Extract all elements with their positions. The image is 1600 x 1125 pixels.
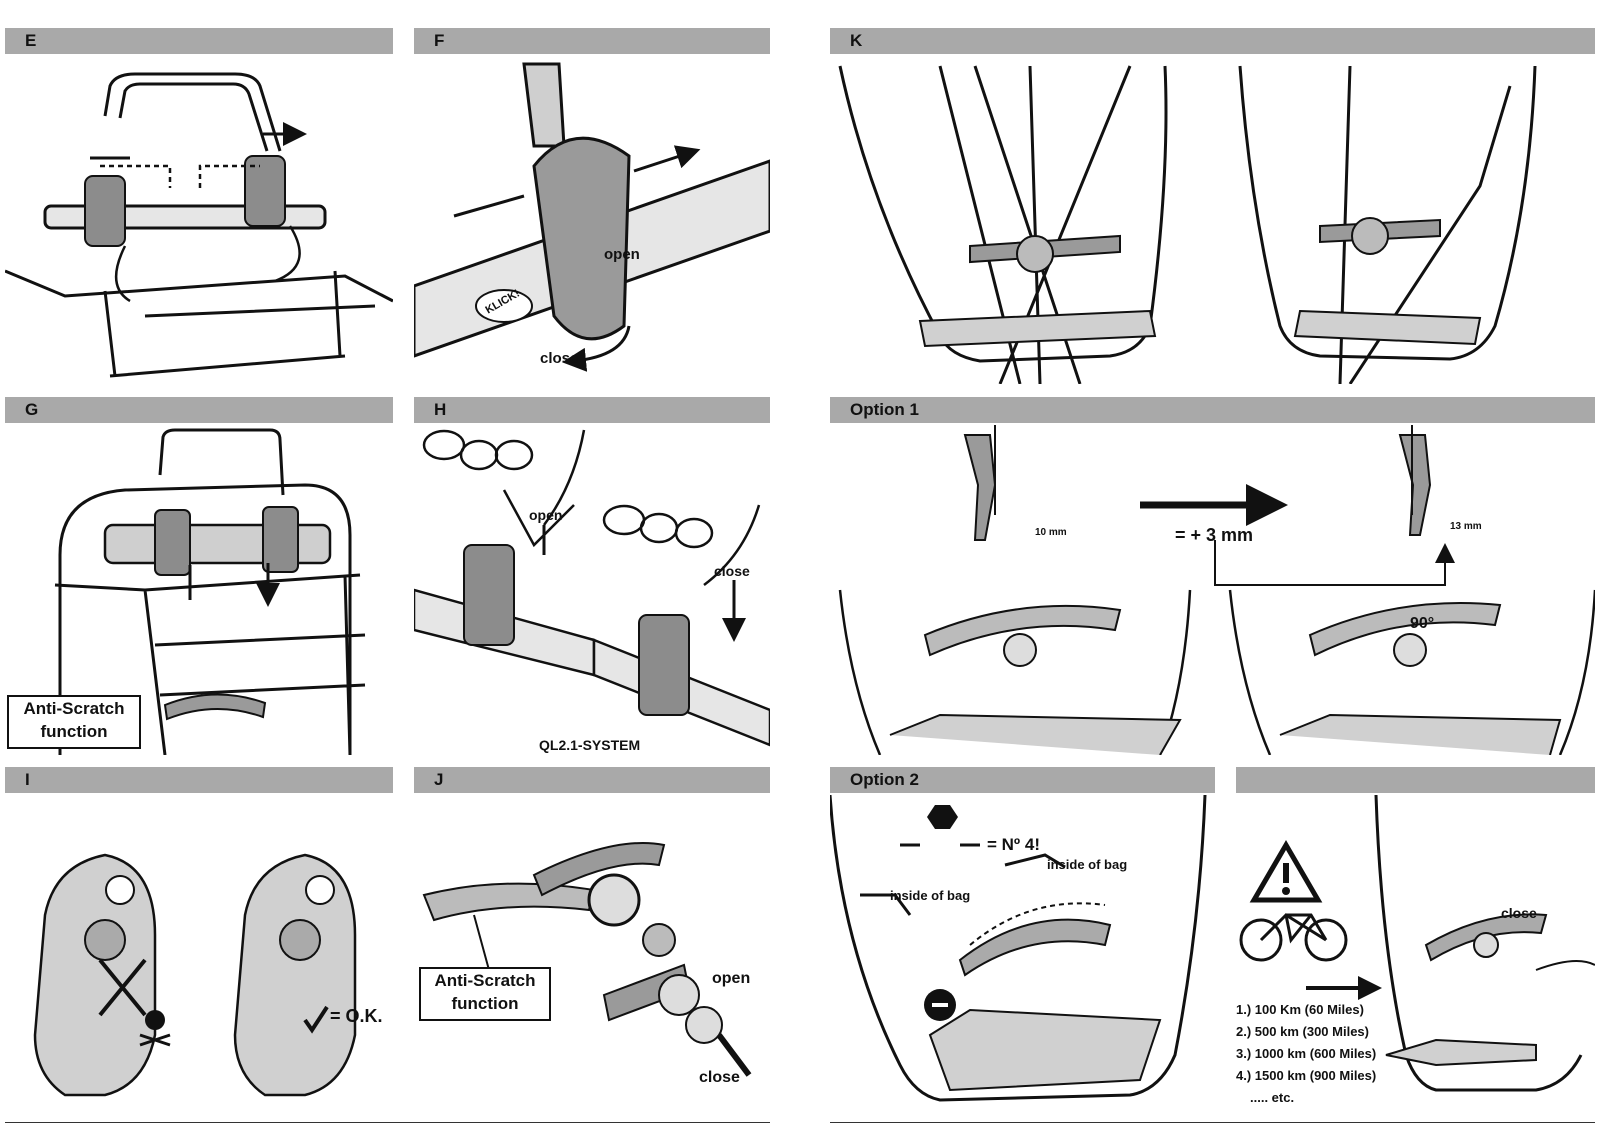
- list-item: 2.) 500 km (300 Miles): [1236, 1024, 1369, 1039]
- ninety-deg-label: 90°: [1410, 615, 1435, 632]
- ql-system-label: QL2.1-SYSTEM: [539, 737, 641, 753]
- header-G: G: [5, 397, 393, 423]
- illustration-recheck: [1239, 795, 1595, 1092]
- header-option1: Option 1: [830, 397, 1595, 423]
- skull-icon: [139, 1010, 171, 1047]
- open-label-J: open: [712, 970, 751, 987]
- plus-3mm-label: = + 3 mm: [1175, 525, 1254, 545]
- header-E: E: [5, 28, 393, 54]
- close-label-J: close: [699, 1069, 740, 1086]
- close-label-warning: close: [1501, 905, 1537, 921]
- illustration-bag-on-rack: [54, 428, 366, 755]
- ok-label: = O.K.: [330, 1006, 383, 1026]
- warning-icon: [1249, 840, 1323, 903]
- panel-K: [830, 56, 1595, 384]
- header-J: J: [414, 767, 770, 793]
- close-label: close: [540, 350, 579, 367]
- illustration-adjustment-wheel: [838, 65, 1537, 384]
- header-I: I: [5, 767, 393, 793]
- thirteen-mm-label: 13 mm: [1450, 521, 1482, 532]
- illustration-spacing-adjust: [838, 425, 1595, 755]
- header-option2: Option 2: [830, 767, 1215, 793]
- panel-J: Anti-Scratch function open close: [414, 795, 770, 1120]
- panel-H: open close QL2.1-SYSTEM: [414, 425, 770, 755]
- panel-G: Anti-Scratch function: [5, 425, 393, 755]
- illustration-anti-scratch-mount: [422, 842, 752, 1077]
- header-F: F: [414, 28, 770, 54]
- header-warning: [1236, 767, 1595, 793]
- illustration-rack-mounting: [5, 72, 393, 378]
- bottom-rule-left: [5, 1122, 770, 1123]
- bicycle-icon: [1239, 913, 1348, 962]
- list-item: 3.) 1000 km (600 Miles): [1236, 1046, 1377, 1061]
- illustration-hook-adjust: [414, 62, 770, 372]
- panel-I: = O.K.: [5, 795, 393, 1120]
- recheck-list: 1.) 100 Km (60 Miles) 2.) 500 km (300 Mi…: [1236, 999, 1376, 1109]
- illustration-hook-check: [33, 853, 357, 1097]
- illustration-bar-reposition: [830, 795, 1207, 1102]
- anti-scratch-callout-G: Anti-Scratch function: [7, 695, 141, 749]
- inside-of-bag-label-left: inside of bag: [890, 888, 971, 903]
- anti-scratch-callout-J: Anti-Scratch function: [419, 967, 551, 1021]
- header-K: K: [830, 28, 1595, 54]
- bottom-rule-right: [830, 1122, 1595, 1123]
- hex-key-icon: [927, 805, 958, 829]
- open-label: open: [604, 246, 640, 263]
- panel-E: [5, 56, 393, 384]
- illustration-open-close-hook: [414, 429, 770, 747]
- panel-option2: = Nº 4! inside of bag inside of bag: [830, 795, 1215, 1120]
- panel-warning: close 1.) 100 Km (60 Miles) 2.) 500 km (…: [1236, 795, 1595, 1120]
- list-item: 1.) 100 Km (60 Miles): [1236, 1002, 1364, 1017]
- inside-of-bag-label-right: inside of bag: [1047, 857, 1128, 872]
- check-icon: [303, 1005, 329, 1034]
- header-H: H: [414, 397, 770, 423]
- list-item: ..... etc.: [1250, 1090, 1295, 1105]
- list-item: 4.) 1500 km (900 Miles): [1236, 1068, 1377, 1083]
- ten-mm-label: 10 mm: [1035, 527, 1067, 538]
- no4-label: = Nº 4!: [987, 835, 1040, 854]
- open-label-H: open: [529, 507, 563, 523]
- panel-option1: 10 mm 13 mm = + 3 mm 90°: [830, 425, 1595, 755]
- close-label-H: close: [714, 563, 750, 579]
- panel-F: KLICK! open close: [414, 56, 770, 384]
